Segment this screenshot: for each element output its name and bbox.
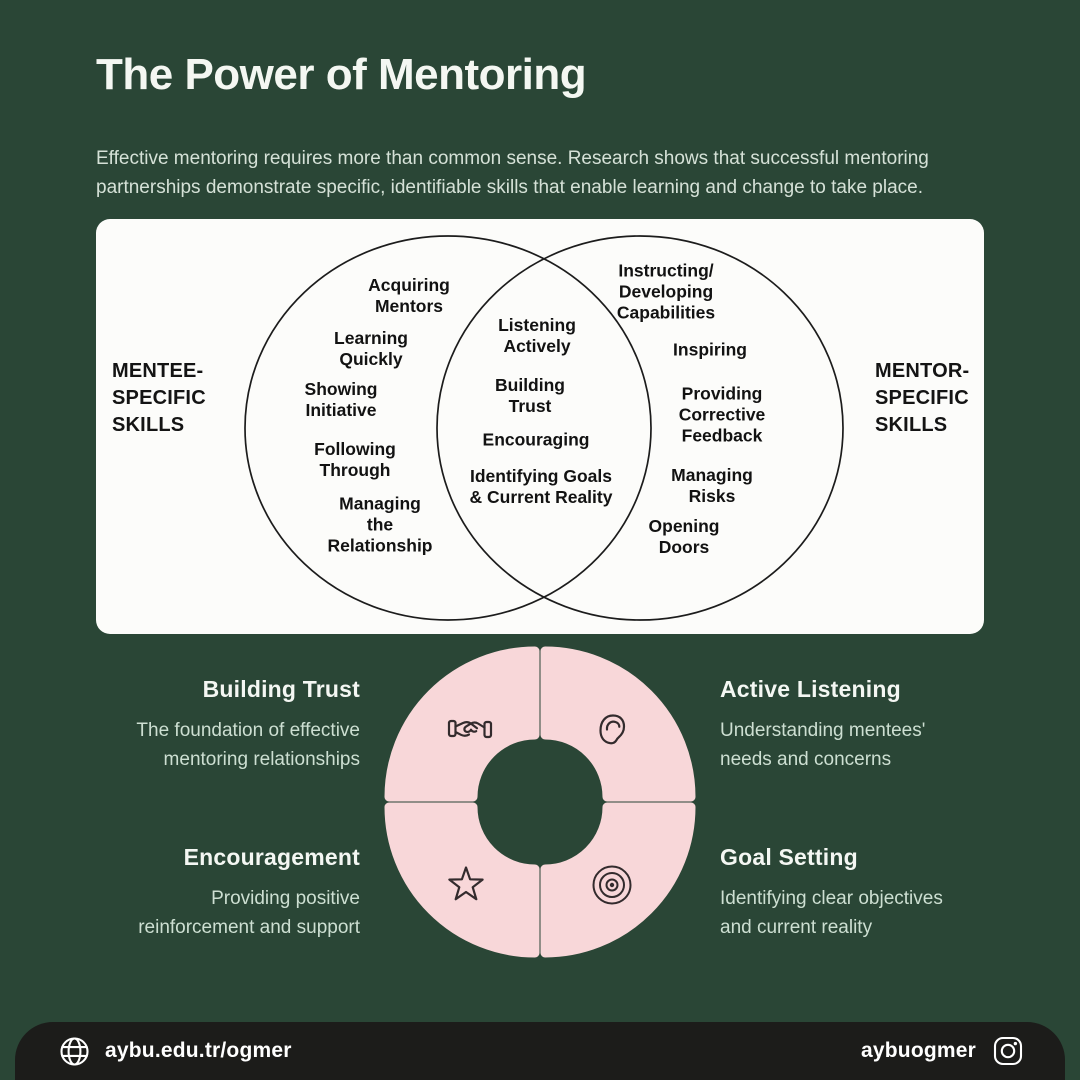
- venn-item-inspiring: Inspiring: [673, 339, 747, 360]
- venn-item-opening-doors: Opening Doors: [648, 516, 720, 557]
- skill-block-goal-setting: Goal Setting Identifying clear objective…: [720, 844, 1050, 942]
- skill-description: Identifying clear objectives and current…: [720, 888, 943, 938]
- skill-block-active-listening: Active Listening Understanding mentees' …: [720, 676, 1050, 774]
- page-title: The Power of Mentoring: [96, 50, 587, 99]
- venn-item-identifying-goals: Identifying Goals & Current Reality: [469, 466, 613, 507]
- venn-item-building-trust: Building Trust: [495, 375, 565, 416]
- skill-title: Active Listening: [720, 676, 901, 702]
- venn-item-following-through: Following Through: [314, 439, 396, 480]
- venn-item-encouraging: Encouraging: [482, 429, 590, 450]
- handshake-icon: [447, 719, 493, 739]
- footer-website-group[interactable]: aybu.edu.tr/ogmer: [59, 1036, 292, 1067]
- ear-icon: [599, 714, 626, 745]
- venn-item-corrective-feedback: Providing Corrective Feedback: [678, 383, 766, 446]
- venn-item-showing-initiative: Showing Initiative: [304, 379, 378, 420]
- footer-bar: aybu.edu.tr/ogmer aybuogmer: [15, 1022, 1065, 1080]
- globe-icon: [60, 1036, 89, 1066]
- venn-diagram: [244, 235, 844, 621]
- venn-item-managing-relationship: Managing the Relationship: [327, 493, 433, 556]
- venn-item-acquiring-mentors: Acquiring Mentors: [368, 275, 450, 316]
- mentor-skills-label: MENTOR- SPECIFIC SKILLS: [875, 360, 970, 436]
- venn-card: MENTEE- SPECIFIC SKILLS MENTOR- SPECIFIC…: [96, 219, 984, 634]
- skill-title: Encouragement: [183, 844, 360, 870]
- page-subtitle: Effective mentoring requires more than c…: [96, 148, 929, 198]
- mentee-circle: [244, 235, 652, 621]
- venn-item-learning-quickly: Learning Quickly: [334, 328, 408, 369]
- star-icon: [448, 866, 484, 901]
- footer-social-handle[interactable]: aybuogmer: [861, 1039, 976, 1062]
- donut-quadrant-bottom-right: [540, 802, 696, 958]
- target-icon: [592, 865, 632, 905]
- venn-item-managing-risks: Managing Risks: [671, 465, 753, 506]
- skill-description: Understanding mentees' needs and concern…: [720, 720, 926, 770]
- skill-title: Building Trust: [202, 676, 360, 702]
- skill-description: Providing positive reinforcement and sup…: [138, 888, 360, 938]
- venn-item-instructing-developing: Instructing/ Developing Capabilities: [616, 260, 716, 323]
- venn-item-listening-actively: Listening Actively: [498, 315, 576, 356]
- skill-title: Goal Setting: [720, 844, 858, 870]
- footer-social-group[interactable]: aybuogmer: [861, 1034, 1025, 1068]
- mentee-skills-label: MENTEE- SPECIFIC SKILLS: [112, 360, 206, 436]
- skill-description: The foundation of effective mentoring re…: [136, 720, 360, 770]
- skill-block-encouragement: Encouragement Providing positive reinfor…: [30, 844, 360, 942]
- instagram-icon[interactable]: [991, 1034, 1025, 1068]
- mentor-circle: [436, 235, 844, 621]
- skills-donut: [384, 646, 696, 958]
- skill-block-building-trust: Building Trust The foundation of effecti…: [30, 676, 360, 774]
- footer-website-link[interactable]: aybu.edu.tr/ogmer: [105, 1039, 292, 1062]
